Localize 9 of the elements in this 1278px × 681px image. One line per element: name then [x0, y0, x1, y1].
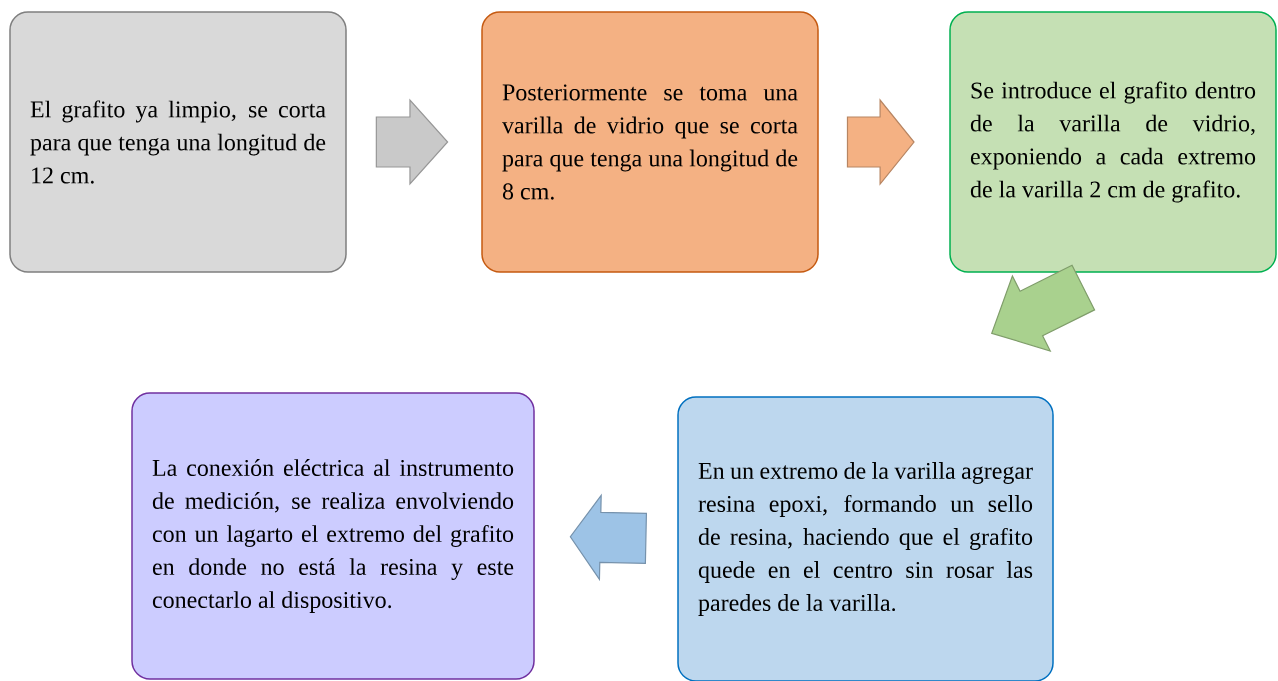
process-box: Se introduce el grafito dentro de la varilla de vidrio, exponiendo a cada extremo de la varilla 2 cm de grafito.: [949, 11, 1277, 273]
process-box: Posteriormente se toma una varilla de vidrio que se corta para que tenga una longitud de 8 cm.: [481, 11, 819, 273]
block-arrow: [375, 98, 449, 186]
block-arrow: [846, 98, 915, 186]
block-arrow: [569, 493, 648, 582]
process-box: La conexión eléctrica al instrumento de medición, se realiza envolviendo con un lagarto el extremo del grafito en donde no está la resina y este conectarlo al dispositivo.: [131, 392, 535, 680]
process-box: El grafito ya limpio, se corta para que tenga una longitud de 12 cm.: [9, 11, 347, 273]
block-arrow: [990, 264, 1096, 352]
process-box: En un extremo de la varilla agregar resina epoxi, formando un sello de resina, haciendo que el grafito quede en el centro sin rosar las paredes de la varilla.: [677, 396, 1054, 681]
